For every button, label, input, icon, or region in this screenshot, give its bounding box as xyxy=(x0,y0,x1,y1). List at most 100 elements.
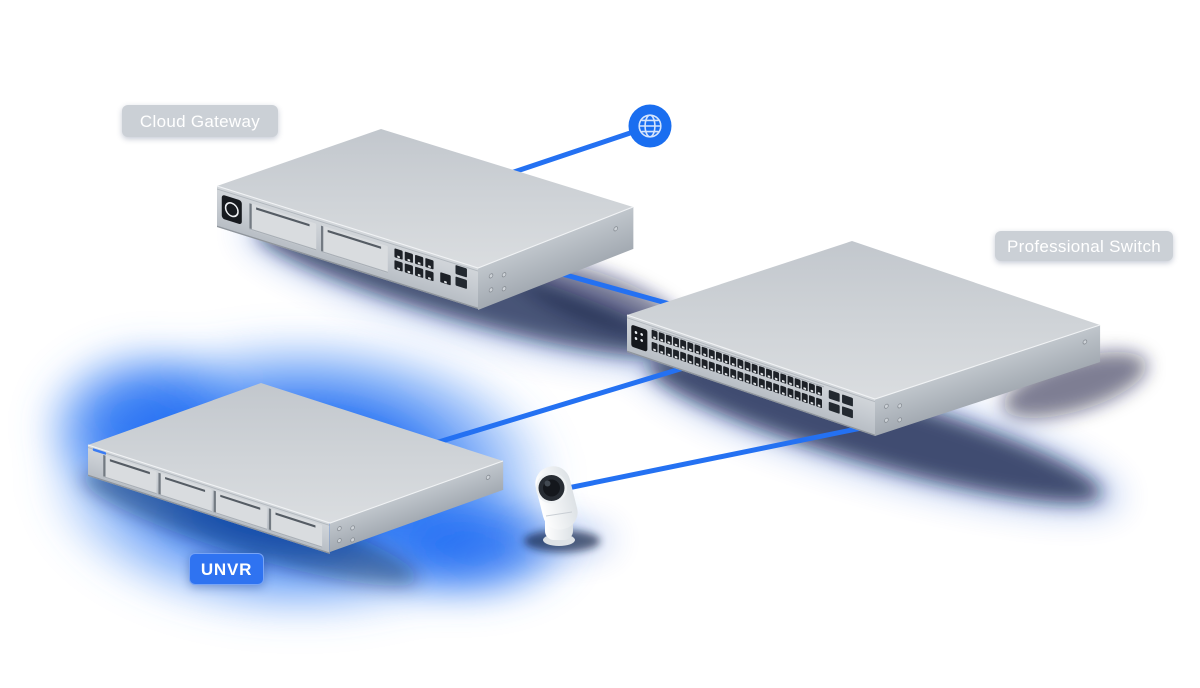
port-pin xyxy=(444,280,447,284)
port-pin xyxy=(417,262,421,265)
gateway-drive-bays xyxy=(249,202,388,273)
port-pin xyxy=(660,338,664,342)
port xyxy=(737,358,744,370)
gateway-lan-ports xyxy=(394,248,434,282)
port xyxy=(455,276,467,289)
port-pin xyxy=(789,394,792,398)
port xyxy=(723,366,730,377)
port xyxy=(415,266,424,278)
link-internet-gateway xyxy=(502,124,651,178)
unvr-front xyxy=(88,445,330,554)
unvr-side xyxy=(330,460,504,552)
cloud-gateway-device xyxy=(216,129,634,310)
drive-bay xyxy=(213,490,267,530)
port xyxy=(801,380,808,391)
port xyxy=(780,373,787,384)
port-pin xyxy=(767,375,771,378)
port-pin xyxy=(689,348,692,352)
port xyxy=(687,341,694,353)
port xyxy=(394,248,403,260)
port-pin xyxy=(667,341,671,344)
port-pin xyxy=(731,363,735,366)
port xyxy=(651,342,658,353)
gateway-wan-port xyxy=(440,272,451,286)
port xyxy=(687,354,694,365)
port xyxy=(842,394,853,407)
switch-sfp-plus-ports xyxy=(828,390,853,419)
port-pin xyxy=(753,370,757,373)
unvr-drive-bays xyxy=(103,454,323,548)
port-pin xyxy=(696,350,699,354)
port xyxy=(828,390,840,402)
port xyxy=(723,354,730,365)
port xyxy=(658,332,665,343)
port-pin xyxy=(731,375,735,378)
port-pin xyxy=(760,372,764,376)
port xyxy=(425,258,434,270)
port xyxy=(751,363,758,374)
switch-front xyxy=(627,315,876,437)
port-pin xyxy=(796,397,799,400)
port-pin xyxy=(760,384,764,388)
port-pin xyxy=(428,265,431,268)
port-pin xyxy=(724,372,728,376)
unvr-device xyxy=(87,383,504,554)
port-pin xyxy=(674,355,678,359)
port-pin xyxy=(653,336,656,340)
port-pin xyxy=(681,346,685,349)
port-pin xyxy=(653,348,656,352)
port xyxy=(816,385,823,396)
port-pin xyxy=(674,343,678,347)
port xyxy=(808,383,815,394)
port-pin xyxy=(710,355,714,359)
unvr-top xyxy=(88,383,503,523)
drive-bay xyxy=(268,508,323,548)
port-pin xyxy=(703,365,706,369)
link-switch-unvr xyxy=(429,360,703,447)
gateway-top xyxy=(217,129,633,268)
drive-bay xyxy=(158,472,212,513)
port-pin xyxy=(397,255,400,259)
port-pin xyxy=(717,358,721,361)
port-pin xyxy=(810,401,814,405)
port xyxy=(440,272,451,286)
drive-bay xyxy=(103,454,157,495)
port-pin xyxy=(753,382,757,386)
port xyxy=(708,361,715,372)
port xyxy=(673,349,679,360)
port xyxy=(787,375,794,387)
port-pin xyxy=(796,384,799,388)
port xyxy=(694,344,701,355)
port xyxy=(715,351,722,362)
port xyxy=(744,373,751,384)
port xyxy=(404,251,413,263)
port-pin xyxy=(667,353,671,357)
switch-top xyxy=(627,241,1100,399)
port xyxy=(808,395,815,406)
port xyxy=(842,406,853,419)
port xyxy=(415,254,424,267)
port-pin xyxy=(660,351,664,354)
port xyxy=(715,363,722,375)
port xyxy=(816,397,823,408)
camera-device xyxy=(535,466,578,546)
port-pin xyxy=(724,360,728,364)
port xyxy=(673,337,679,348)
port xyxy=(730,356,737,367)
port-pin xyxy=(717,370,721,374)
port-pin xyxy=(774,377,778,381)
port xyxy=(780,385,787,396)
port-pin xyxy=(810,389,814,393)
port-pin xyxy=(689,360,692,364)
switch-side xyxy=(875,324,1101,436)
port-pin xyxy=(397,267,400,271)
port-pin xyxy=(781,380,785,383)
port xyxy=(758,366,765,377)
port xyxy=(730,368,737,379)
port xyxy=(773,383,780,394)
drive-bay xyxy=(249,202,317,251)
professional-switch-label: Professional Switch xyxy=(995,231,1173,261)
port xyxy=(404,263,413,275)
port xyxy=(744,361,751,372)
